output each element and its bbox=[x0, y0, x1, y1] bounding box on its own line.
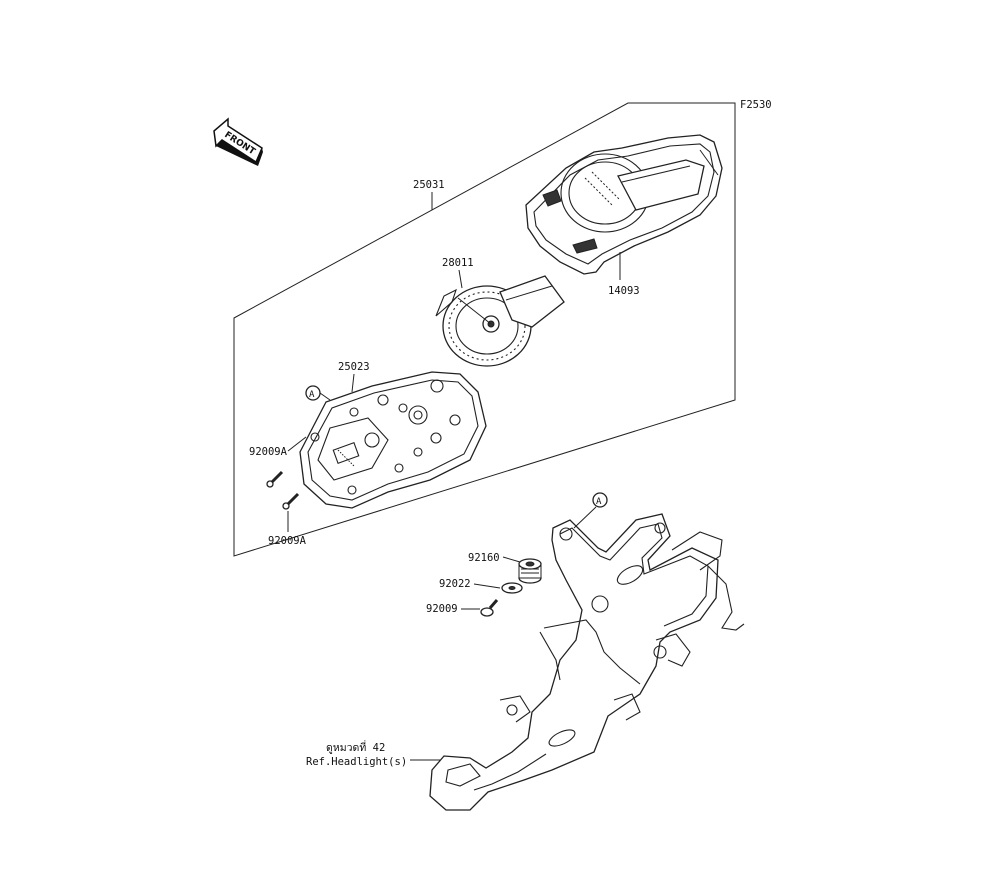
ref-marker-a-1-label: A bbox=[309, 390, 315, 400]
screw-92009a-1 bbox=[266, 470, 284, 488]
washer-92022 bbox=[501, 582, 523, 594]
label-25031: 25031 bbox=[413, 179, 445, 191]
ref-line-headlight[interactable]: Ref.Headlight(s) bbox=[306, 756, 407, 768]
assembly-boundary bbox=[233, 102, 736, 557]
label-14093: 14093 bbox=[608, 285, 640, 297]
label-92009: 92009 bbox=[426, 603, 458, 615]
screw-92009a-2 bbox=[282, 492, 300, 510]
ref-line-thai: ดูหมวดที่ 42 bbox=[326, 740, 385, 754]
label-28011: 28011 bbox=[442, 257, 474, 269]
label-92022: 92022 bbox=[439, 578, 471, 590]
meter-cover bbox=[525, 134, 723, 275]
ref-marker-a-2[interactable] bbox=[592, 492, 608, 508]
bolt-92009 bbox=[480, 599, 499, 617]
speedometer-ring bbox=[435, 275, 565, 367]
front-arrow-icon: FRONT bbox=[213, 117, 263, 166]
label-92160: 92160 bbox=[468, 552, 500, 564]
label-92009a-1: 92009A bbox=[249, 446, 288, 458]
figure-code: F2530 bbox=[740, 99, 772, 111]
label-25023: 25023 bbox=[338, 361, 370, 373]
ref-marker-a-2-label: A bbox=[596, 497, 602, 507]
meter-case bbox=[299, 371, 487, 509]
headlight-bracket bbox=[429, 513, 745, 811]
label-92009a-2: 92009A bbox=[268, 535, 307, 547]
damper-92160 bbox=[518, 558, 542, 584]
